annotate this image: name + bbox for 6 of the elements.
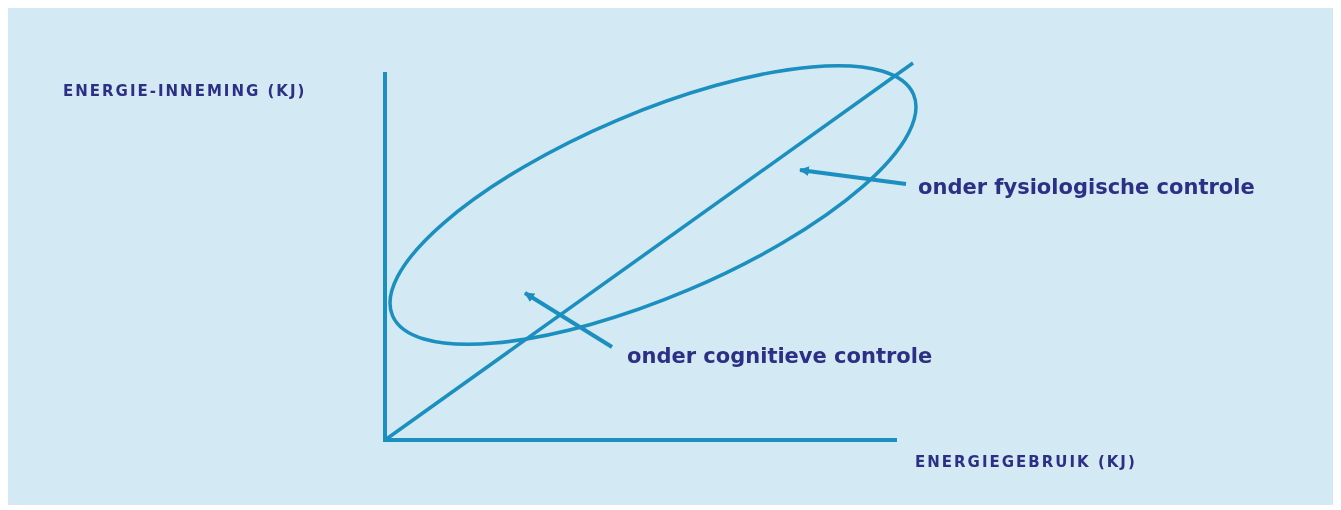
axis-label: ENERGIEGEBRUIK (KJ) bbox=[915, 452, 1137, 472]
leader-arrow bbox=[799, 166, 907, 186]
callout-label: onder cognitieve controle bbox=[627, 343, 933, 369]
axis-label: ENERGIE-INNEMING (KJ) bbox=[63, 81, 307, 101]
callout-label: onder fysiologische controle bbox=[918, 174, 1255, 200]
leader-arrow bbox=[523, 291, 614, 349]
